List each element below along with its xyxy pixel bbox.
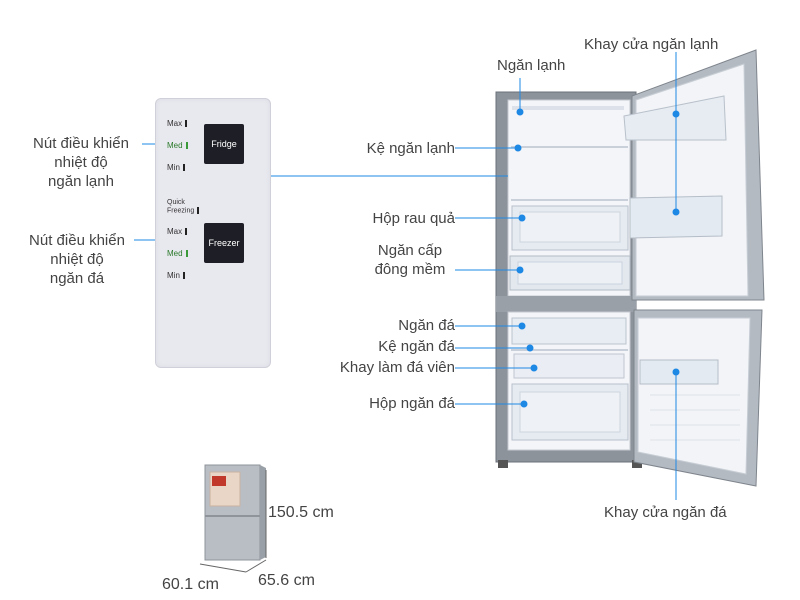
label-ice-tray: Khay làm đá viên (339, 359, 455, 376)
fridge-level-max: Max (167, 119, 188, 128)
fridge-level-med: Med (167, 141, 188, 150)
dimension-depth: 65.6 cm (258, 572, 315, 589)
freezer-level-max: Max (167, 227, 188, 236)
label-vegetable-box: Hộp rau quả (372, 210, 455, 227)
label-door-tray-fridge: Khay cửa ngăn lạnh (584, 36, 719, 53)
fridge-button[interactable]: Fridge (204, 124, 244, 164)
label-freezer-shelf: Kệ ngăn đá (378, 338, 455, 355)
dimension-width: 60.1 cm (162, 576, 219, 593)
fridge-door-upper (623, 49, 765, 301)
freezer-level-min: Min (167, 271, 185, 280)
label-fridge-shelf: Kệ ngăn lạnh (366, 140, 455, 157)
dimension-height: 150.5 cm (268, 504, 334, 521)
fridge-level-min: Min (167, 163, 185, 172)
leader-lines (134, 52, 680, 500)
quick-freezing-label: Quick Freezing (167, 199, 200, 215)
freezer-level-med: Med (167, 249, 188, 258)
fridge-thumbnail (199, 464, 267, 573)
label-soft-freeze: Ngăn cấp đông mềm (374, 242, 446, 278)
label-freezer-compartment: Ngăn đá (398, 317, 455, 334)
freezer-button[interactable]: Freezer (204, 223, 244, 263)
label-freezer-box: Hộp ngăn đá (369, 395, 455, 412)
fridge-door-lower (633, 309, 763, 487)
label-fridge-control: Nút điều khiển nhiệt độ ngăn lạnh (33, 135, 129, 190)
label-fridge-compartment: Ngăn lạnh (497, 57, 566, 74)
label-door-tray-freezer: Khay cửa ngăn đá (604, 504, 727, 521)
label-freezer-control: Nút điều khiển nhiệt độ ngăn đá (29, 232, 125, 287)
control-panel: Max Med Min Fridge Quick Freezing Max Me… (155, 98, 271, 368)
